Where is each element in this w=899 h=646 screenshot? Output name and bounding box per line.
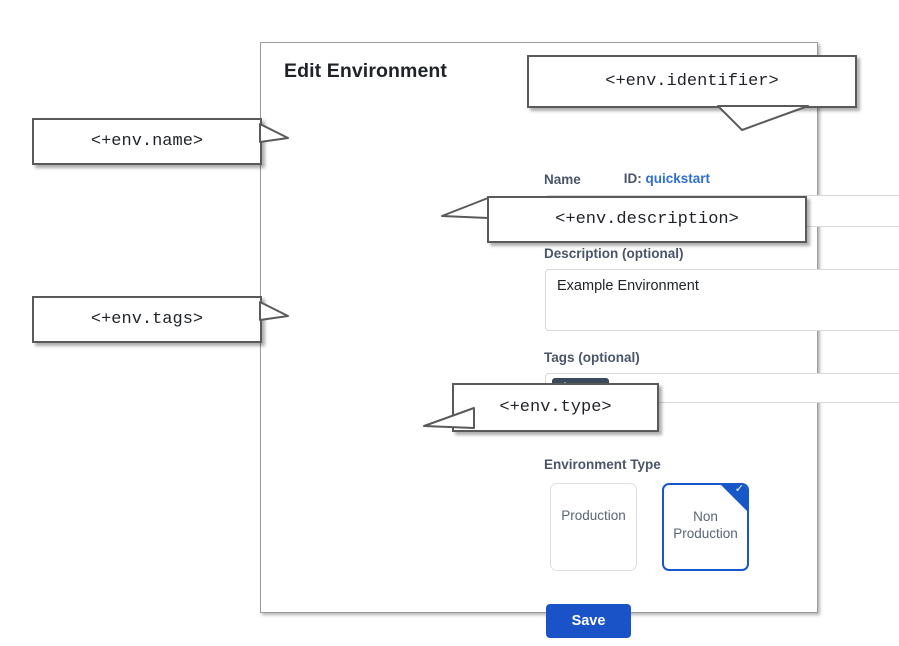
callout-env-description: <+env.description> <box>487 196 807 243</box>
callout-env-tags-text: <+env.tags> <box>90 310 204 329</box>
environment-type-label: Environment Type <box>544 457 661 472</box>
callout-env-name: <+env.name> <box>32 118 262 165</box>
save-button[interactable]: Save <box>546 604 631 638</box>
description-textarea[interactable] <box>545 269 899 331</box>
callout-env-identifier: <+env.identifier> <box>527 55 857 108</box>
callout-env-tags: <+env.tags> <box>32 296 262 343</box>
name-label: Name <box>544 172 581 187</box>
edit-environment-panel: Edit Environment Name ID: quickstart Des… <box>260 42 899 638</box>
callout-env-name-text: <+env.name> <box>90 132 204 151</box>
selected-corner-badge <box>721 485 747 511</box>
id-value-link[interactable]: quickstart <box>645 171 710 186</box>
callout-env-description-text: <+env.description> <box>555 210 739 229</box>
env-type-option-production-label: Production <box>561 508 626 523</box>
tags-label: Tags (optional) <box>544 350 640 365</box>
env-type-option-non-production-label: Non Production <box>673 509 738 541</box>
environment-id: ID: quickstart <box>624 171 710 186</box>
page-title: Edit Environment <box>284 60 448 82</box>
callout-env-type: <+env.type> <box>452 383 659 432</box>
env-type-option-non-production[interactable]: Non Production ✓ <box>662 483 749 571</box>
callout-env-identifier-text: <+env.identifier> <box>605 72 779 91</box>
id-label: ID: <box>623 171 642 186</box>
description-label: Description (optional) <box>544 246 684 261</box>
callout-env-type-text: <+env.type> <box>499 398 612 417</box>
env-type-option-production[interactable]: Production <box>550 483 637 571</box>
check-icon: ✓ <box>734 483 744 495</box>
